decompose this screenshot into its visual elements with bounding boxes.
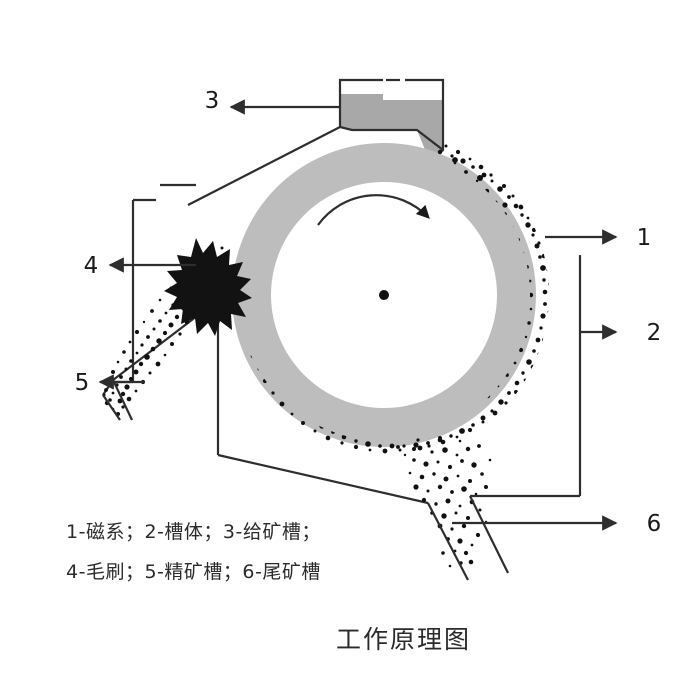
feed-chute <box>187 78 445 206</box>
legend-line-1: 1-磁系；2-槽体；3-给矿槽； <box>66 521 321 543</box>
callout-4-number: 4 <box>84 253 99 279</box>
callout-2-number: 2 <box>647 320 662 346</box>
feed-chute-support-line <box>187 126 341 206</box>
concentrate-chute <box>102 379 133 421</box>
concentrate-chute-left-wall <box>102 394 121 421</box>
callout-6[interactable]: 6 <box>452 511 661 537</box>
callout-2[interactable]: 2 <box>580 320 661 346</box>
callout-5-number: 5 <box>75 370 90 396</box>
feed-chute-fill <box>340 94 443 162</box>
callout-1-number: 1 <box>637 225 652 251</box>
drum-rotation-arrow <box>317 194 430 226</box>
tailings-chute <box>427 495 509 581</box>
callout-5[interactable]: 5 <box>75 370 145 396</box>
tailings-chute-left-wall <box>427 502 469 581</box>
tailings-chute-right-wall <box>469 495 509 574</box>
concentrate-chute-right-wall <box>112 379 133 421</box>
feed-chute-top-gap-right <box>405 78 445 108</box>
figure-title: 工作原理图 <box>336 625 471 654</box>
brush <box>164 238 252 336</box>
concentrate-particle-flow <box>102 246 224 416</box>
feed-chute-outline <box>338 78 383 94</box>
callout-1[interactable]: 1 <box>545 225 651 251</box>
feed-chute-body-outline <box>338 94 444 151</box>
tank-floor-slope <box>217 453 429 505</box>
legend: 1-磁系；2-槽体；3-给矿槽； 4-毛刷；5-精矿槽；6-尾矿槽 <box>66 521 321 583</box>
drum-center-dot <box>379 290 389 300</box>
brush-star-shape <box>164 238 252 336</box>
callout-3-number: 3 <box>205 88 220 114</box>
callout-3[interactable]: 3 <box>205 88 340 115</box>
callout-4[interactable]: 4 <box>84 253 196 279</box>
callout-6-number: 6 <box>647 511 662 537</box>
tailings-particle-flow <box>396 436 492 568</box>
rotating-drum <box>232 143 536 447</box>
legend-line-2: 4-毛刷；5-精矿槽；6-尾矿槽 <box>66 561 321 583</box>
